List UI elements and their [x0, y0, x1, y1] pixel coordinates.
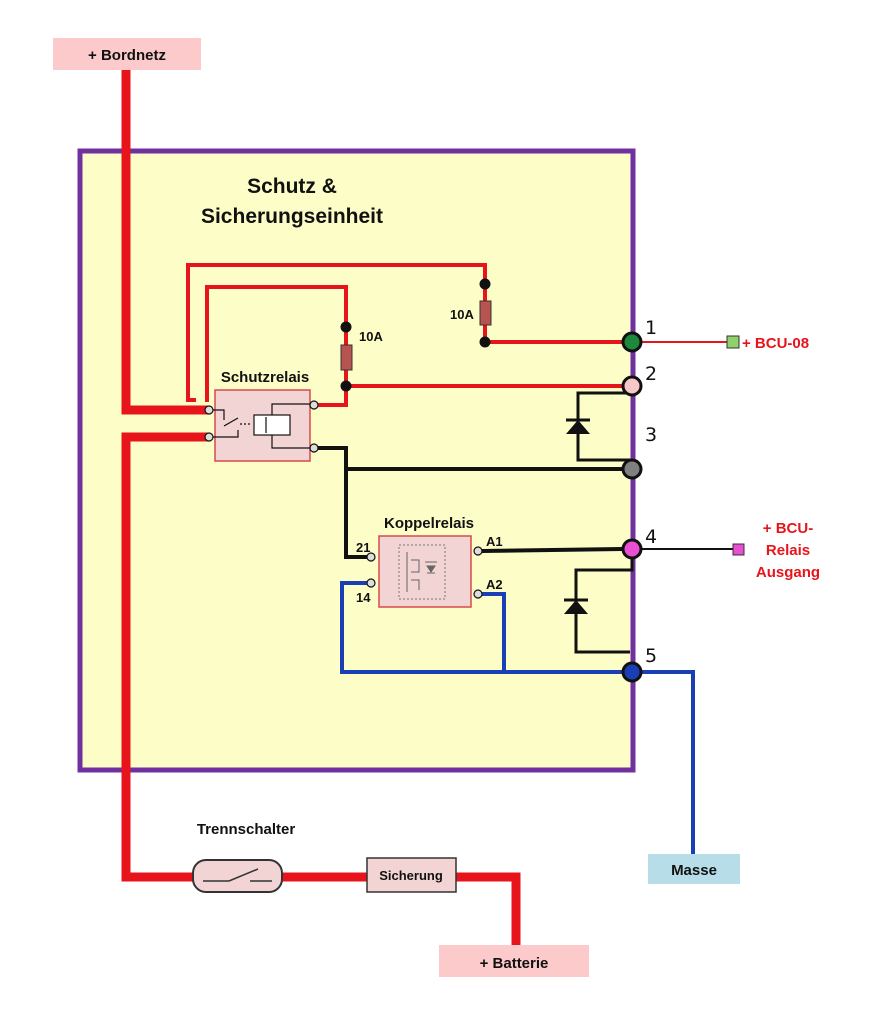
terminal-1 [621, 331, 643, 353]
relais-to-terminal3-wire [318, 446, 622, 471]
terminal-4-number: 4 [645, 526, 657, 548]
fuse-left [340, 344, 353, 371]
koppel-a2-ground-wire [482, 592, 506, 672]
terminal-1-number: 1 [645, 317, 657, 339]
terminal-4 [621, 538, 643, 560]
sicherung-box [366, 857, 457, 893]
diode-upper-triangle [566, 420, 590, 434]
junction-dot [479, 336, 491, 348]
koppelrelais-pin-21 [366, 552, 376, 562]
protection-unit-box [77, 148, 636, 773]
koppelrelais-body [378, 535, 472, 608]
ground-wires [340, 581, 695, 856]
masse-label: Masse [671, 862, 717, 879]
junction-dot [340, 380, 352, 392]
bordnetz-wire [121, 66, 209, 415]
loop-outer-wire [186, 263, 487, 402]
fuse-right [479, 300, 492, 326]
terminal-5-number: 5 [645, 645, 657, 667]
bordnetz-tag [53, 38, 201, 70]
trennschalter-label: Trennschalter [197, 821, 296, 838]
loop-inner-wire [205, 285, 348, 402]
schutzrelais-label: Schutzrelais [221, 369, 309, 386]
pin-21-label: 21 [356, 540, 370, 555]
schutzrelais-pin [309, 400, 319, 410]
masse-tag [648, 854, 740, 884]
masse-wire [642, 670, 695, 856]
batterie-label: + Batterie [480, 955, 549, 972]
schutzrelais-pin [309, 443, 319, 453]
bcu08-output-label: + BCU-08 [742, 335, 809, 352]
unit-title-line2: Sicherungseinheit [201, 205, 383, 228]
koppelrelais [366, 535, 483, 608]
fuse-left-label: 10A [359, 329, 383, 344]
terminal-3-number: 3 [645, 424, 657, 446]
koppelrelais-pin-a2 [473, 589, 483, 599]
koppel-a1-to-terminal4-wire [481, 547, 623, 553]
bcu-relais-connector [732, 543, 745, 556]
sicherung-label: Sicherung [379, 868, 443, 883]
power-wires-thick [121, 66, 521, 950]
pin-14-label: 14 [356, 590, 371, 605]
battery-feed-wire [121, 432, 209, 882]
terminal-5 [621, 661, 643, 683]
terminal-3 [621, 458, 643, 480]
trennschalter-symbol [192, 859, 283, 893]
terminal-2 [621, 375, 643, 397]
bordnetz-label: + Bordnetz [88, 47, 166, 64]
koppel14-ground-wire [340, 581, 622, 674]
relais-to-koppel21-wire [344, 469, 367, 559]
junction-dot [479, 278, 491, 290]
bcu-relais-output-line1: + BCU- [763, 520, 813, 537]
schutzrelais [204, 389, 319, 462]
schutzrelais-symbol [212, 403, 312, 449]
pin-a1-label: A1 [486, 534, 503, 549]
koppelrelais-pin-a1 [473, 546, 483, 556]
power-wires-inner [186, 263, 622, 407]
bcu-relais-output-line2: Relais [766, 542, 810, 559]
unit-title-line1: Schutz & [247, 175, 337, 198]
schutzrelais-pin [204, 432, 214, 442]
koppelrelais-pin-14 [366, 578, 376, 588]
signal-wires [318, 446, 623, 559]
diode-lower-triangle [564, 600, 588, 614]
relais-to-fuse-wire [318, 386, 348, 407]
schutzrelais-pin [204, 405, 214, 415]
bcu-relais-output-line3: Ausgang [756, 564, 820, 581]
junction-dot [340, 321, 352, 333]
fuse-right-label: 10A [450, 307, 474, 322]
pin-a2-label: A2 [486, 577, 503, 592]
batterie-tag [439, 945, 589, 977]
koppelrelais-label: Koppelrelais [384, 515, 474, 532]
fuse-to-battery-wire [456, 872, 521, 950]
terminal-2-number: 2 [645, 363, 657, 385]
bcu08-connector [726, 335, 740, 349]
